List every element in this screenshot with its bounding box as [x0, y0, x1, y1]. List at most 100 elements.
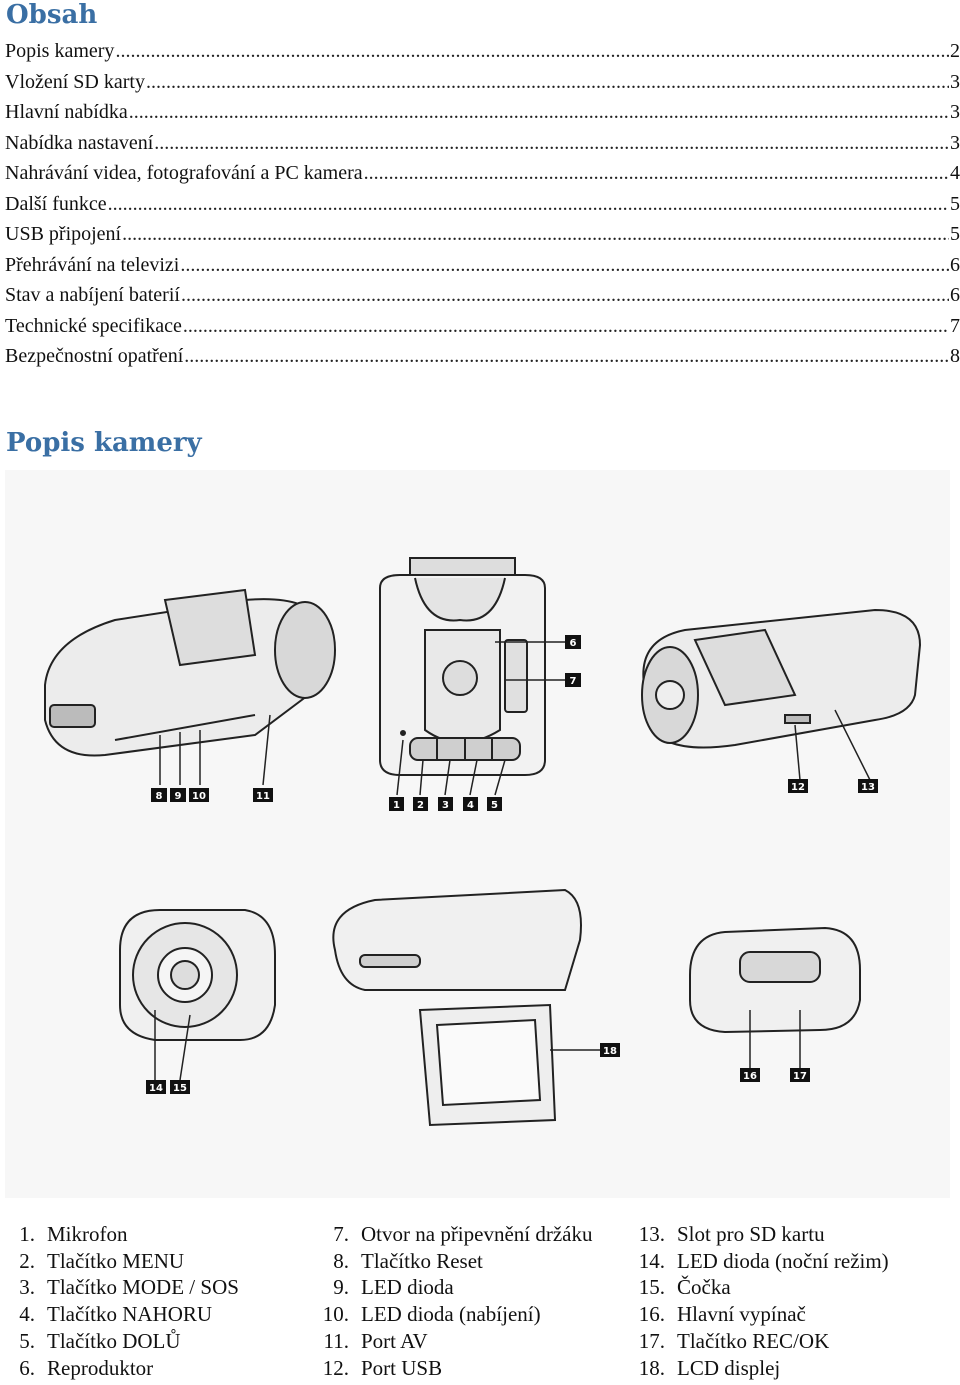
- callout-8: 8: [151, 788, 167, 802]
- legend-label: Hlavní vypínač: [677, 1302, 806, 1327]
- toc-entry-title: Nahrávání videa, fotografování a PC kame…: [5, 162, 363, 184]
- callout-label: 7: [570, 676, 577, 687]
- legend-label: Slot pro SD kartu: [677, 1222, 825, 1246]
- callout-10: 10: [189, 788, 209, 802]
- camera-side-view-right: [641, 608, 922, 749]
- legend-number: 4.: [19, 1302, 35, 1327]
- toc-entry[interactable]: Hlavní nabídka3: [5, 97, 960, 128]
- legend-label: Port USB: [361, 1355, 443, 1380]
- toc-entry[interactable]: Stav a nabíjení baterií 6: [5, 280, 960, 311]
- toc-entry-page: 3: [950, 131, 960, 154]
- toc-leader: [183, 311, 949, 341]
- legend-item: 3. Tlačítko MODE / SOS: [0, 1274, 239, 1301]
- legend-number: 15.: [638, 1275, 665, 1300]
- toc-entry-page: 4: [950, 162, 960, 184]
- legend-item: 6.Reproduktor: [0, 1355, 239, 1382]
- legend-number: 3.: [19, 1275, 35, 1300]
- callout-label: 2: [417, 800, 424, 811]
- callout-9: 9: [170, 788, 186, 802]
- toc-entry[interactable]: Bezpečnostní opatření8: [5, 341, 960, 372]
- legend-label: LED dioda (nabíjení): [361, 1302, 541, 1327]
- toc-leader: [181, 280, 949, 310]
- callout-label: 17: [793, 1071, 807, 1082]
- legend-item: 14.LED dioda (noční režim): [630, 1248, 889, 1275]
- legend-number: 17.: [638, 1328, 665, 1353]
- toc-entry-title: Přehrávání na televizi: [5, 253, 180, 276]
- toc-entry-title: Stav a nabíjení baterií: [5, 284, 180, 306]
- legend-label: Tlačítko MENU: [47, 1248, 185, 1273]
- legend-number: 7.: [333, 1222, 349, 1246]
- toc-entry-page: 5: [950, 192, 960, 215]
- callout-11: 11: [253, 788, 273, 802]
- callout-7: 7: [565, 673, 581, 687]
- camera-lens-view: [119, 909, 276, 1041]
- toc-leader: [122, 219, 949, 249]
- toc-entry-title: USB připojení: [5, 223, 122, 245]
- toc-entry-page: 6: [950, 284, 960, 306]
- legend-item: 7.Otvor na připevnění držáku: [314, 1221, 592, 1248]
- legend-label: LCD displej: [677, 1355, 781, 1380]
- legend-number: 1.: [19, 1222, 35, 1246]
- legend-item: 12.Port USB: [314, 1355, 593, 1382]
- callout-17: 17: [790, 1068, 810, 1082]
- toc-entry-page: 6: [950, 253, 960, 276]
- legend-item: 13. Slot pro SD kartu: [630, 1221, 889, 1248]
- toc-entry[interactable]: Nahrávání videa, fotografování a PC kame…: [5, 158, 960, 189]
- legend-item: 5.Tlačítko DOLŮ: [0, 1328, 239, 1355]
- legend-number: 18.: [638, 1355, 665, 1380]
- callout-4: 4: [463, 797, 478, 811]
- toc-entry-page: 5: [950, 223, 960, 245]
- toc-entry[interactable]: USB připojení 5: [5, 219, 960, 250]
- legend-label: LED dioda (noční režim): [677, 1248, 889, 1273]
- legend-item: 18. LCD displej: [630, 1355, 889, 1382]
- callout-14: 14: [146, 1080, 166, 1094]
- callout-5: 5: [487, 797, 502, 811]
- legend-number: 6.: [19, 1355, 35, 1380]
- callout-label: 18: [603, 1046, 617, 1057]
- callout-12: 12: [788, 779, 808, 793]
- callout-6: 6: [565, 635, 581, 649]
- legend-item: 1.Mikrofon: [0, 1221, 239, 1248]
- toc-entry-title: Vložení SD karty: [5, 70, 145, 93]
- toc-entry[interactable]: Vložení SD karty 3: [5, 67, 960, 98]
- callout-label: 10: [192, 791, 206, 802]
- legend-item: 11.Port AV: [314, 1328, 593, 1355]
- toc-entry[interactable]: Technické specifikace7: [5, 311, 960, 342]
- callout-18: 18: [600, 1043, 620, 1057]
- toc-leader: [146, 67, 949, 97]
- legend-label: Port AV: [361, 1328, 428, 1353]
- legend-number: 9.: [333, 1275, 349, 1300]
- toc-leader: [180, 250, 949, 280]
- legend-number: 13.: [638, 1222, 665, 1246]
- toc-entry-page: 3: [950, 70, 960, 93]
- legend-label: LED dioda: [361, 1275, 454, 1300]
- callout-label: 8: [156, 791, 163, 802]
- callout-label: 1: [393, 800, 400, 811]
- callout-1: 1: [389, 797, 404, 811]
- callout-label: 14: [149, 1083, 163, 1094]
- camera-side-view-left: [44, 588, 336, 757]
- legend-number: 16.: [638, 1302, 665, 1327]
- legend-column-2: 7.Otvor na připevnění držáku 8.Tlačítko …: [314, 1221, 593, 1381]
- toc-entry-page: 8: [950, 345, 960, 367]
- legend-item: 4.Tlačítko NAHORU: [0, 1301, 239, 1328]
- toc-entry-page: 2: [950, 40, 960, 62]
- toc-entry[interactable]: Nabídka nastavení3: [5, 128, 960, 159]
- legend-item: 10.LED dioda (nabíjení): [314, 1301, 593, 1328]
- toc-leader: [129, 97, 949, 127]
- callout-label: 15: [173, 1083, 187, 1094]
- legend-number: 8.: [333, 1248, 349, 1273]
- legend-item: 15.Čočka: [630, 1274, 889, 1301]
- toc-entry[interactable]: Popis kamery2: [5, 36, 960, 67]
- legend-column-1: 1.Mikrofon 2. Tlačítko MENU 3. Tlačítko MO…: [0, 1221, 239, 1381]
- legend-item: 16. Hlavní vypínač: [630, 1301, 889, 1328]
- legend-item: 2. Tlačítko MENU: [0, 1248, 239, 1275]
- callout-label: 4: [467, 800, 474, 811]
- legend-number: 2.: [19, 1248, 35, 1273]
- contents-heading: Obsah: [6, 0, 98, 30]
- legend-label: Tlačítko MODE / SOS: [47, 1275, 239, 1300]
- toc-entry[interactable]: Další funkce 5: [5, 189, 960, 220]
- toc-entry[interactable]: Přehrávání na televizi 6: [5, 250, 960, 281]
- callout-label: 6: [570, 638, 577, 649]
- toc-entry-title: Další funkce: [5, 192, 107, 215]
